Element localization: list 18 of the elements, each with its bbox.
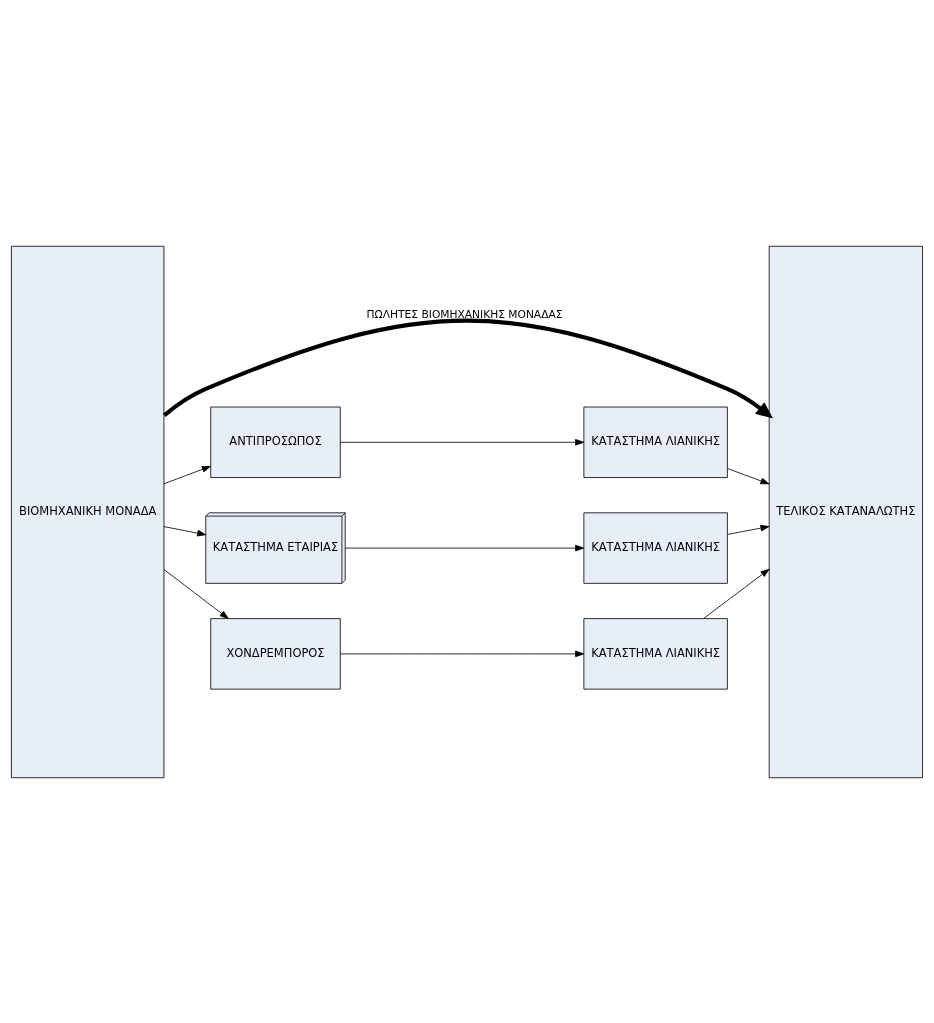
arrow (339, 438, 585, 446)
arrow (163, 318, 773, 419)
arrow (344, 544, 585, 551)
node-box: ΧΟΝΔΡΕΜΠΟΡΟΣ (210, 617, 341, 690)
arrow (163, 525, 207, 536)
arrow (727, 467, 770, 484)
node-box: ΚΑΤΑΣΤΗΜΑ ΛΙΑΝΙΚΗΣ (583, 617, 728, 690)
arrow (727, 524, 770, 535)
node-box: ΚΑΤΑΣΤΗΜΑ ΛΙΑΝΙΚΗΣ (583, 406, 728, 478)
node-box: ΚΑΤΑΣΤΗΜΑ ΛΙΑΝΙΚΗΣ (583, 511, 728, 584)
arrow (163, 568, 229, 619)
arrow (163, 465, 211, 484)
arrow (703, 568, 770, 619)
node-box: ΑΝΤΙΠΡΟΣΩΠΟΣ (210, 406, 341, 478)
node-box: ΒΙΟΜΗΧΑΝΙΚΗ ΜΟΝΑΔΑ (11, 245, 165, 778)
edge-label: ΠΩΛΗΤΕΣ ΒΙΟΜΗΧΑΝΙΚΗΣ ΜΟΝΑΔΑΣ (366, 307, 563, 321)
node-box: ΤΕΛΙΚΟΣ ΚΑΤΑΝΑΛΩΤΗΣ (768, 245, 923, 778)
arrow (339, 650, 585, 657)
